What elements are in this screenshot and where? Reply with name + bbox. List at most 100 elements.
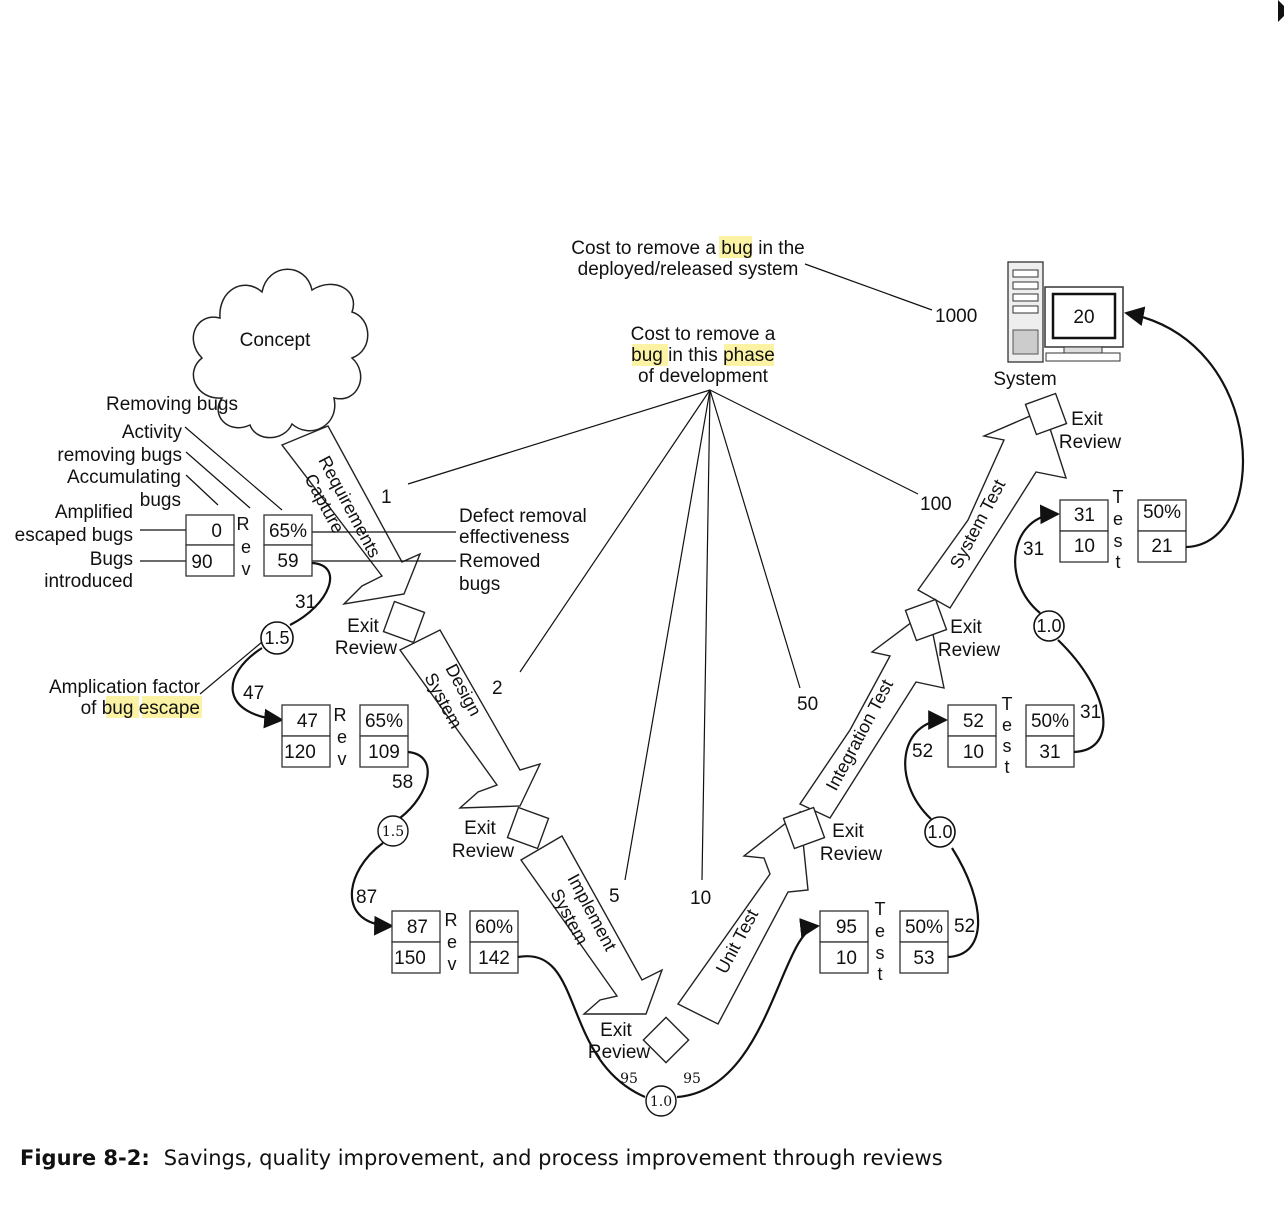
- phase-arrow-implement: Implement System: [519, 835, 664, 1015]
- cost-phase-annotation: Cost to remove a bug in this phase of de…: [381, 324, 952, 909]
- svg-text:Review: Review: [588, 1042, 651, 1063]
- svg-text:deployed/released system: deployed/released system: [578, 259, 799, 280]
- phase-cost-unit: 10: [690, 888, 711, 909]
- svg-text:e: e: [875, 921, 885, 941]
- svg-text:50%: 50%: [1143, 502, 1181, 523]
- svg-text:Cost to remove a: Cost to remove a: [631, 324, 776, 345]
- svg-text:150: 150: [394, 948, 426, 969]
- svg-text:52: 52: [954, 916, 975, 937]
- phase-cost-system: 100: [920, 494, 952, 515]
- svg-text:142: 142: [478, 948, 510, 969]
- svg-text:Accumulating: Accumulating: [67, 467, 181, 488]
- computer-system-icon: 20 System: [993, 261, 1124, 390]
- svg-text:0: 0: [211, 521, 222, 542]
- svg-text:Exit: Exit: [832, 821, 864, 842]
- svg-text:of development: of development: [638, 366, 769, 387]
- svg-text:Exit: Exit: [464, 818, 496, 839]
- svg-text:t: t: [877, 964, 882, 984]
- svg-text:Activity: Activity: [122, 422, 183, 443]
- svg-text:31: 31: [1074, 505, 1095, 526]
- svg-text:s: s: [1003, 736, 1012, 756]
- svg-text:e: e: [241, 537, 251, 557]
- accumulated-bugs-box: [185, 514, 235, 546]
- svg-text:1.0: 1.0: [927, 822, 952, 842]
- svg-text:10: 10: [1074, 536, 1095, 557]
- svg-text:90: 90: [191, 552, 212, 573]
- svg-text:95: 95: [683, 1071, 701, 1087]
- figure-caption-label: Figure 8-2:: [20, 1146, 150, 1170]
- phase-arrow-design: Design System: [398, 629, 542, 809]
- svg-text:87: 87: [356, 887, 377, 908]
- figure-caption: Figure 8-2: Savings, quality improvement,…: [20, 1146, 943, 1170]
- svg-text:t: t: [1115, 552, 1120, 572]
- svg-text:e: e: [1002, 715, 1012, 735]
- svg-text:Removing bugs: Removing bugs: [106, 394, 238, 415]
- svg-text:Concept: Concept: [240, 330, 311, 351]
- svg-text:65%: 65%: [365, 711, 403, 732]
- svg-text:bug in this phase: bug in this phase: [631, 345, 775, 366]
- svg-text:65%: 65%: [269, 521, 307, 542]
- svg-text:Review: Review: [335, 638, 398, 659]
- svg-text:Integration Test: Integration Test: [822, 676, 897, 794]
- svg-text:50%: 50%: [1031, 711, 1069, 732]
- svg-text:Review: Review: [820, 844, 883, 865]
- svg-text:120: 120: [284, 742, 316, 763]
- svg-text:e: e: [447, 932, 457, 952]
- svg-text:s: s: [876, 943, 885, 963]
- exit-review-design: Exit Review: [452, 806, 550, 862]
- svg-text:bugs: bugs: [140, 490, 181, 511]
- phase-cost-implement: 5: [609, 886, 620, 907]
- svg-text:of bug escape: of bug escape: [81, 698, 200, 719]
- svg-text:Exit: Exit: [600, 1020, 632, 1041]
- stage-integration-test: 52 10 T e s t 50% 31 31 1.0 31: [947, 504, 1105, 777]
- svg-text:109: 109: [368, 742, 400, 763]
- svg-text:Exit: Exit: [950, 617, 982, 638]
- legend-labels: Removing bugs Activity removing bugs Acc…: [15, 394, 587, 719]
- concept-cloud: Concept: [192, 268, 369, 439]
- figure-caption-text: Savings, quality improvement, and proces…: [163, 1146, 943, 1170]
- svg-text:s: s: [1114, 531, 1123, 551]
- phase-arrow-integration-test: Integration Test: [798, 608, 945, 819]
- svg-text:R: R: [445, 910, 458, 930]
- phase-cost-design: 2: [492, 678, 503, 699]
- svg-text:59: 59: [277, 551, 298, 572]
- svg-text:10: 10: [963, 742, 984, 763]
- svg-text:10: 10: [836, 948, 857, 969]
- svg-text:58: 58: [392, 772, 413, 793]
- svg-text:Review: Review: [1059, 432, 1122, 453]
- exit-review-requirements: Exit Review: [335, 600, 426, 659]
- svg-text:e: e: [1113, 509, 1123, 529]
- exit-review-integration: Exit Review: [904, 598, 1000, 661]
- svg-text:e: e: [337, 727, 347, 747]
- svg-text:Defect removal: Defect removal: [459, 506, 587, 527]
- svg-text:v: v: [448, 954, 457, 974]
- svg-text:1.0: 1.0: [650, 1094, 672, 1110]
- svg-text:escaped bugs: escaped bugs: [15, 525, 133, 546]
- cost-deployed-annotation: Cost to remove a bug in the deployed/rel…: [571, 236, 977, 327]
- removed-bugs-box: [263, 544, 313, 577]
- svg-text:60%: 60%: [475, 917, 513, 938]
- svg-text:1.0: 1.0: [1036, 616, 1061, 636]
- amplified-bugs: 47: [243, 683, 264, 704]
- phase-cost-integration: 50: [797, 694, 818, 715]
- exit-review-system: Exit Review: [1024, 392, 1122, 453]
- stage-unit-test: 95 10 T e s t 50% 53 52 1.0 52: [819, 710, 980, 984]
- phase-cost-req: 1: [381, 487, 392, 508]
- svg-text:52: 52: [963, 711, 984, 732]
- svg-text:95: 95: [836, 917, 857, 938]
- stage-system-test: 31 10 T e s t 50% 21: [1059, 306, 1245, 572]
- svg-text:Amplication factor: Amplication factor: [49, 677, 201, 698]
- svg-text:Exit: Exit: [347, 616, 379, 637]
- svg-text:95: 95: [620, 1071, 638, 1087]
- svg-text:Bugs: Bugs: [90, 549, 133, 570]
- svg-text:R: R: [334, 705, 347, 725]
- svg-text:t: t: [1004, 757, 1009, 777]
- svg-text:47: 47: [297, 711, 318, 732]
- svg-text:Cost to remove a bug in the: Cost to remove a bug in the: [571, 238, 804, 259]
- corner-mark: [1278, 0, 1284, 22]
- svg-text:87: 87: [407, 917, 428, 938]
- stage-implement: 87 150 R e v 60% 142 1.0 95 95: [391, 910, 820, 1117]
- svg-text:T: T: [1002, 694, 1013, 714]
- introduced-bugs-box: [185, 544, 235, 577]
- svg-text:Review: Review: [452, 841, 515, 862]
